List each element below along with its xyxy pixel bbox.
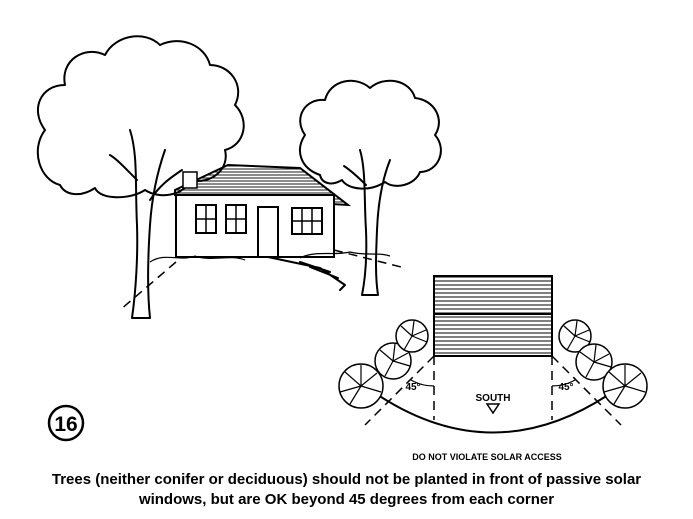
right-tree-canopy — [299, 79, 442, 190]
diagonal-left — [364, 355, 435, 426]
plan-view: 45° 45° SOUTH DO NOT VIOLATE SOLAR ACCES… — [338, 275, 648, 462]
figure-number-badge: 16 — [47, 404, 85, 442]
front-door — [257, 206, 279, 258]
caption-line-2: windows, but are OK beyond 45 degrees fr… — [138, 491, 555, 508]
angle-arc-left — [410, 379, 435, 387]
caption: Trees (neither conifer or deciduous) sho… — [0, 470, 693, 510]
window-left — [195, 204, 217, 234]
plan-trees-left — [338, 319, 429, 409]
ground-line-left — [119, 261, 177, 311]
front-steps — [267, 256, 346, 291]
right-tree-trunk — [359, 149, 391, 296]
solar-arc — [377, 394, 609, 434]
angle-arc-right — [551, 379, 576, 387]
shrubs — [149, 251, 391, 263]
diagonal-right — [551, 355, 622, 426]
figure-number: 16 — [54, 413, 77, 436]
window-right — [291, 207, 323, 235]
ground-line-right — [333, 249, 406, 269]
angle-label-left: 45° — [405, 382, 420, 393]
left-tree-canopy — [36, 35, 245, 199]
left-tree — [36, 35, 245, 319]
caption-line-1: Trees (neither conifer or deciduous) sho… — [51, 471, 642, 488]
south-label: SOUTH — [476, 393, 511, 404]
angle-label-right: 45° — [558, 382, 573, 393]
south-arrow — [485, 403, 501, 415]
left-tree-trunk — [129, 129, 166, 319]
house — [149, 163, 391, 291]
chimney — [182, 171, 198, 189]
solar-access-note: DO NOT VIOLATE SOLAR ACCESS — [412, 452, 562, 462]
plan-house — [433, 275, 553, 357]
right-tree — [299, 79, 442, 296]
plan-trees-right — [558, 319, 648, 409]
window-center — [225, 204, 247, 234]
